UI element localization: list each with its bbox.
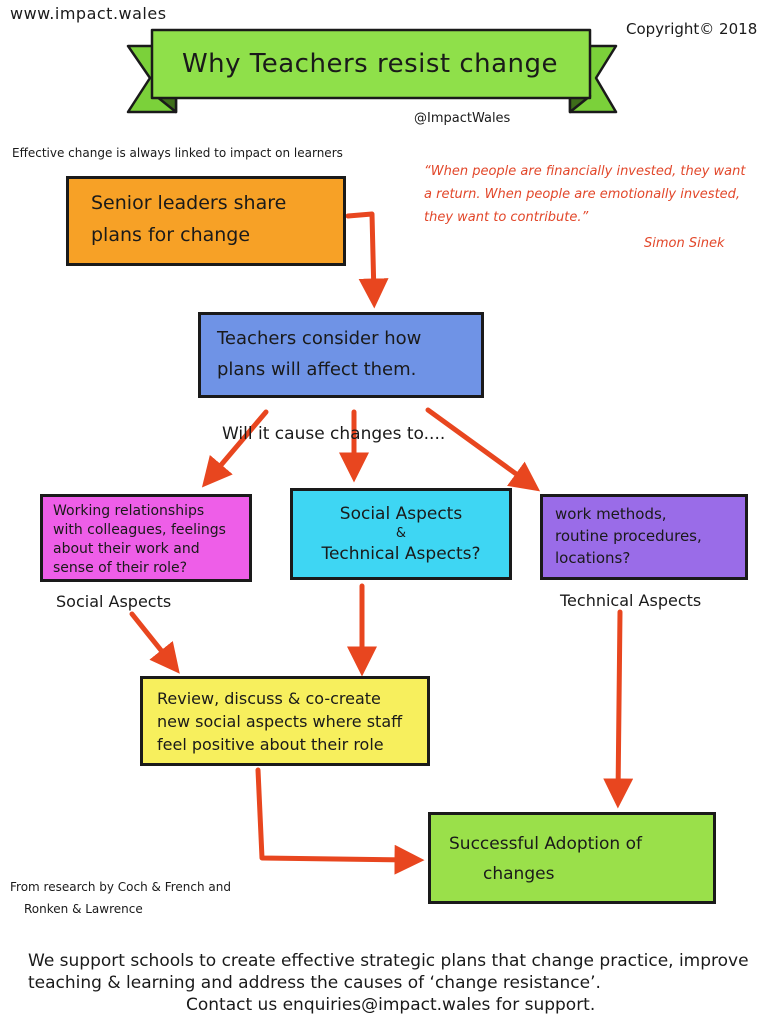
social-aspects-box: Working relationships with colleagues, f… — [40, 494, 252, 582]
quote-text: “When people are financially invested, t… — [424, 164, 746, 225]
copyright-notice: Copyright© 2018 — [626, 20, 758, 38]
box-line: Teachers consider how — [217, 328, 422, 349]
arrow-leaders-to-teachers — [345, 211, 389, 309]
box-line: new social aspects where staff — [157, 712, 403, 731]
box-line: Technical Aspects? — [321, 544, 481, 564]
social-and-technical-box: Social Aspects & Technical Aspects? — [290, 488, 512, 580]
research-line: From research by Coch & French and — [10, 880, 231, 894]
site-url: www.impact.wales — [10, 4, 167, 23]
question-text: Will it cause changes to.... — [222, 424, 446, 444]
box-line: plans for change — [91, 224, 251, 246]
box-line: feel positive about their role — [157, 735, 384, 754]
footer-line: teaching & learning and address the caus… — [28, 973, 601, 993]
footer-line: We support schools to create effective s… — [28, 951, 749, 971]
intro-text: Effective change is always linked to imp… — [12, 146, 343, 160]
box-line: Working relationships — [53, 503, 205, 519]
teachers-consider-box: Teachers consider how plans will affect … — [198, 312, 484, 398]
research-line: Ronken & Lawrence — [24, 902, 143, 916]
technical-aspects-box: work methods, routine procedures, locati… — [540, 494, 748, 580]
footer-contact: Contact us enquiries@impact.wales for su… — [186, 995, 596, 1015]
arrow-technical-to-adoption — [603, 609, 634, 809]
research-credit: From research by Coch & French and Ronke… — [10, 876, 231, 920]
social-aspects-label: Social Aspects — [56, 592, 172, 611]
box-line: changes — [483, 864, 555, 884]
social-handle: @ImpactWales — [414, 111, 511, 126]
box-line: Successful Adoption of — [449, 834, 642, 854]
box-line: routine procedures, — [555, 527, 702, 545]
arrow-review-to-adoption — [255, 767, 425, 875]
adoption-box: Successful Adoption of changes — [428, 812, 716, 904]
arrow-teachers-to-technical — [425, 407, 541, 492]
box-line: locations? — [555, 549, 631, 567]
page-title: Why Teachers resist change — [181, 49, 559, 79]
box-line: Review, discuss & co-create — [157, 689, 381, 708]
box-line: Senior leaders share — [91, 192, 287, 214]
box-line: work methods, — [555, 505, 667, 523]
arrow-teachers-to-social — [201, 409, 269, 488]
box-line: with colleagues, feelings — [53, 522, 226, 538]
review-box: Review, discuss & co-create new social a… — [140, 676, 430, 766]
quote-author: Simon Sinek — [644, 236, 725, 251]
footer-text: We support schools to create effective s… — [28, 950, 749, 1016]
box-line: about their work and — [53, 541, 200, 557]
technical-aspects-label: Technical Aspects — [560, 591, 702, 610]
box-line: Social Aspects — [339, 504, 463, 524]
arrow-social-to-review — [129, 611, 180, 674]
box-line: sense of their role? — [53, 560, 188, 576]
ampersand: & — [395, 526, 407, 541]
box-line: plans will affect them. — [217, 359, 417, 380]
senior-leaders-box: Senior leaders share plans for change — [66, 176, 346, 266]
